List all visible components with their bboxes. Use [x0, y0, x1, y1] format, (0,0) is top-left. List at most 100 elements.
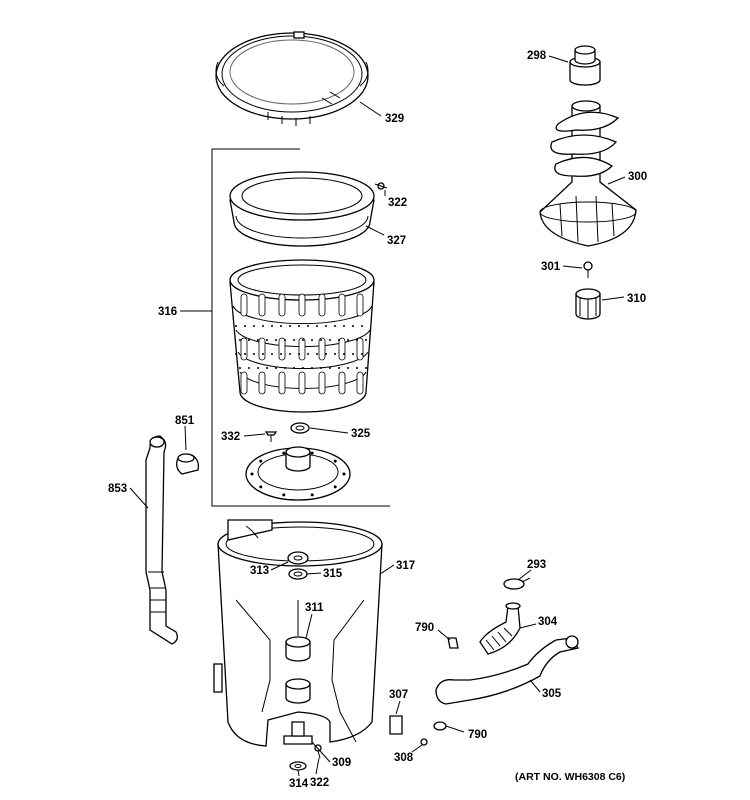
hose-304 [479, 602, 521, 655]
basket-hole [316, 325, 318, 327]
basket-hole [239, 339, 241, 341]
basket-hole [266, 367, 268, 369]
basket-hole [343, 325, 345, 327]
basket-slot [338, 293, 346, 317]
basket-hole [302, 367, 304, 369]
label-309: 309 [332, 757, 351, 769]
label-851: 851 [175, 415, 195, 427]
basket-hole [347, 367, 349, 369]
basket-slot [318, 337, 326, 361]
basket-hole [266, 339, 268, 341]
hub-bolt-hole [250, 472, 254, 476]
basket-hole [307, 325, 309, 327]
basket-hole [275, 339, 277, 341]
basket-hole [293, 339, 295, 341]
agitator-300 [539, 100, 637, 247]
basket-hole [316, 353, 318, 355]
basket-slot [258, 371, 266, 395]
basket-slot [338, 371, 346, 395]
basket-slot [278, 293, 286, 317]
art-number: (ART NO. WH6308 C6) [515, 771, 625, 783]
screw-308 [420, 738, 428, 746]
basket-hole [275, 367, 277, 369]
basket-hole [271, 353, 273, 355]
leader-lines [129, 55, 626, 777]
basket-hole [325, 325, 327, 327]
basket-hole [262, 325, 264, 327]
basket-hole [365, 339, 367, 341]
basket-slot [298, 337, 306, 361]
basket-hole [352, 325, 354, 327]
basket-slot [278, 337, 286, 361]
label-322-bottom: 322 [310, 777, 329, 789]
basket-hole [338, 367, 340, 369]
hub-bolt-hole [282, 451, 286, 455]
basket-hole [361, 325, 363, 327]
basket-hole [320, 339, 322, 341]
basket-hole [248, 367, 250, 369]
basket-hole [347, 339, 349, 341]
drain-boss [285, 678, 311, 704]
label-300: 300 [628, 171, 647, 183]
nut-310 [575, 288, 601, 320]
wash-basket [229, 259, 375, 413]
basket-hole [248, 339, 250, 341]
basket-hole [239, 367, 241, 369]
bracket-309 [283, 721, 313, 745]
hub-bolt-hole [259, 459, 263, 463]
basket-hole [257, 339, 259, 341]
cap-298 [569, 45, 601, 86]
basket-hole [320, 367, 322, 369]
basket-hole [280, 325, 282, 327]
bracket-307 [389, 715, 403, 735]
hub-bolt-hole [333, 459, 337, 463]
clamp-790-bottom [433, 721, 447, 731]
drain-hose-305 [435, 635, 580, 705]
basket-slot [298, 293, 306, 317]
hub-bolt-hole [310, 451, 314, 455]
basket-slot [258, 337, 266, 361]
label-298: 298 [527, 50, 547, 62]
seal-325 [290, 422, 310, 434]
basket-hole [271, 325, 273, 327]
basket-slot [278, 371, 286, 395]
label-316: 316 [158, 306, 177, 318]
basket-slot [356, 371, 364, 395]
basket-hole [284, 367, 286, 369]
label-305: 305 [542, 688, 562, 700]
label-790-top: 790 [415, 622, 434, 634]
hub-bolt-hole [259, 485, 263, 489]
basket-hole [343, 353, 345, 355]
basket-hole [253, 353, 255, 355]
basket-hole [352, 353, 354, 355]
label-322-top: 322 [388, 197, 407, 209]
washer-315 [288, 568, 308, 580]
basket-hole [235, 353, 237, 355]
basket-hole [289, 325, 291, 327]
basket-slot [240, 371, 248, 395]
screw-301 [583, 261, 593, 278]
label-311: 311 [305, 602, 324, 614]
basket-hole [284, 339, 286, 341]
hub-bolt-hole [310, 493, 314, 497]
hose-853 [145, 435, 178, 645]
basket-hole [298, 325, 300, 327]
basket-hole [325, 353, 327, 355]
basket-hole [311, 339, 313, 341]
label-314: 314 [289, 778, 309, 790]
label-332: 332 [221, 431, 240, 443]
label-304: 304 [538, 616, 558, 628]
hub-bolt-hole [342, 472, 346, 476]
seal-313 [287, 551, 309, 565]
basket-hole [253, 325, 255, 327]
clamp-851 [176, 453, 200, 475]
basket-hole [257, 367, 259, 369]
label-313: 313 [250, 565, 269, 577]
basket-hole [329, 367, 331, 369]
label-790-bottom: 790 [468, 729, 487, 741]
label-853: 853 [108, 483, 127, 495]
hub-bolt-hole [333, 485, 337, 489]
basket-assembly-bracket-316 [211, 148, 390, 507]
basket-slot [356, 293, 364, 317]
clamp-293 [503, 577, 531, 590]
